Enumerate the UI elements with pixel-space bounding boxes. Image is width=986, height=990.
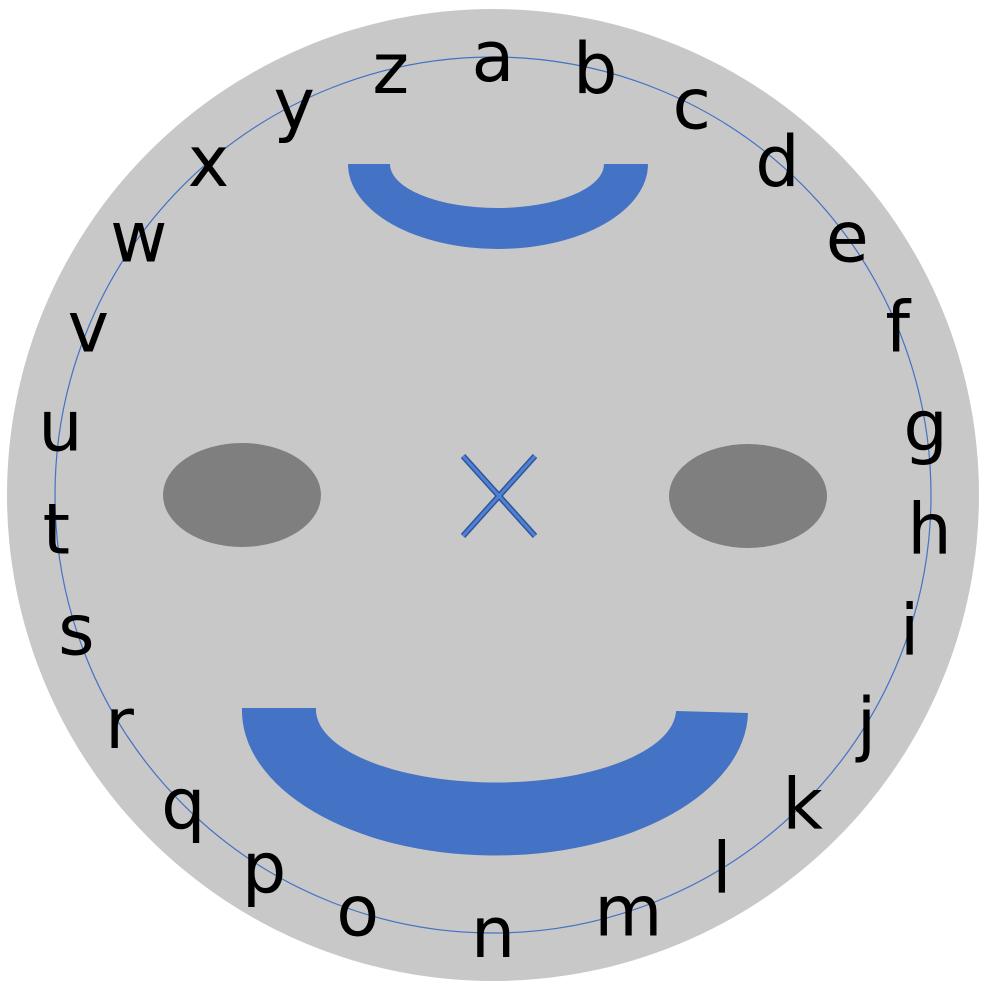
letter-s: s	[58, 589, 94, 671]
letter-v: v	[68, 286, 109, 368]
letter-t: t	[43, 488, 70, 570]
letter-o: o	[336, 871, 379, 953]
letter-i: i	[900, 589, 919, 671]
letter-y: y	[273, 64, 314, 146]
letter-r: r	[105, 683, 134, 765]
letter-m: m	[594, 871, 662, 953]
letter-z: z	[372, 28, 409, 110]
letter-b: b	[573, 28, 617, 110]
letter-l: l	[712, 828, 731, 910]
letter-k: k	[782, 764, 823, 846]
letter-h: h	[907, 488, 951, 570]
letter-w: w	[110, 197, 167, 279]
letter-q: q	[161, 764, 205, 846]
letter-d: d	[755, 121, 799, 203]
letter-c: c	[673, 64, 712, 146]
letter-j: j	[855, 683, 876, 765]
letter-e: e	[826, 197, 869, 279]
letter-x: x	[188, 121, 229, 203]
letter-u: u	[38, 386, 82, 468]
letter-p: p	[242, 828, 286, 910]
letter-n: n	[471, 892, 515, 974]
letter-a: a	[472, 16, 515, 98]
right-eye	[669, 444, 827, 548]
letter-f: f	[885, 286, 911, 368]
letter-g: g	[903, 386, 947, 468]
left-eye	[163, 443, 321, 547]
